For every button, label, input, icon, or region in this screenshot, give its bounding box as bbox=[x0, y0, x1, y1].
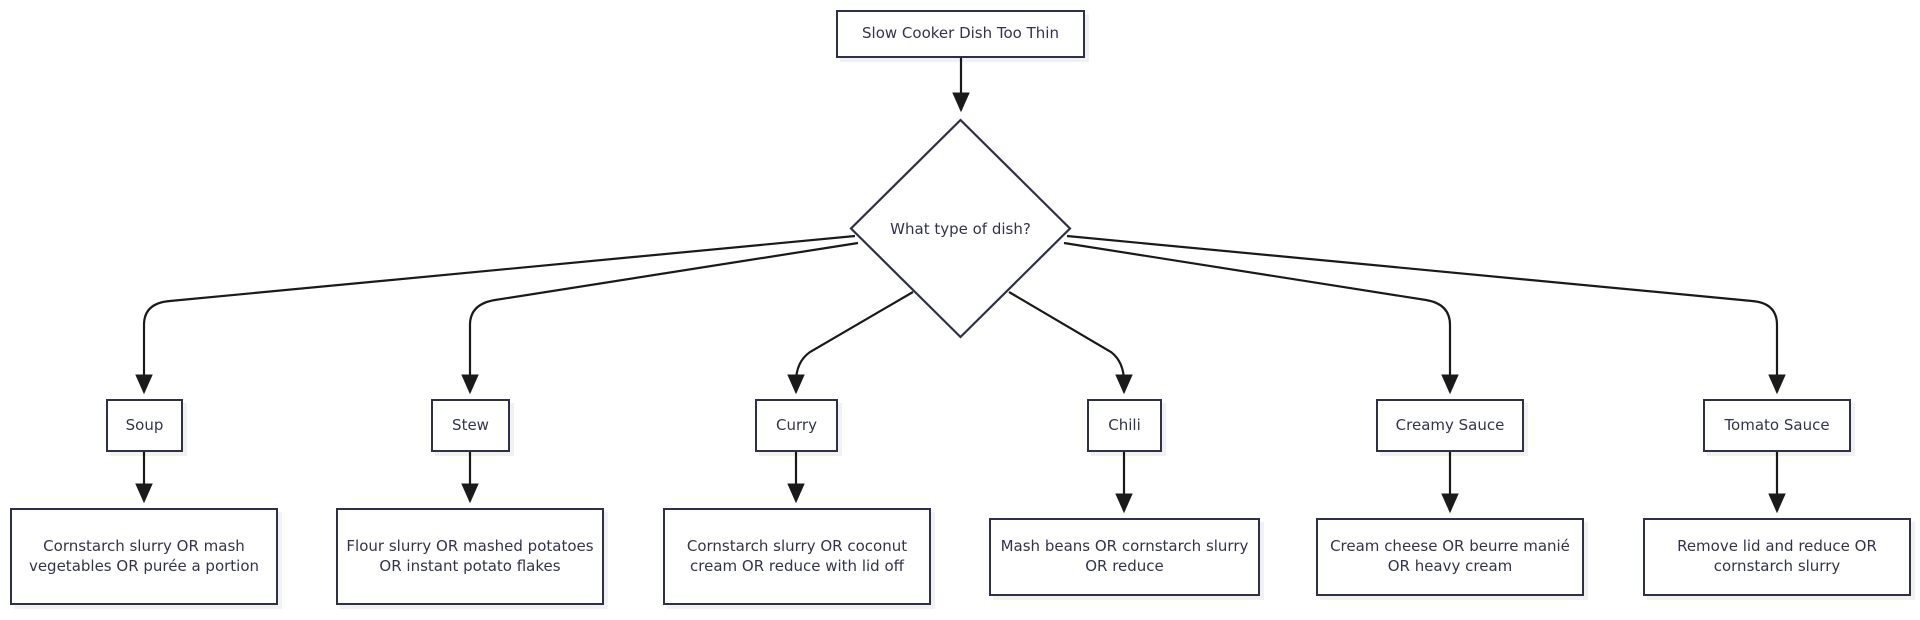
node-branch-creamy-sauce[interactable]: Creamy Sauce bbox=[1376, 399, 1524, 452]
node-branch-chili-label: Chili bbox=[1108, 415, 1141, 434]
node-result-stew[interactable]: Flour slurry OR mashed potatoes OR insta… bbox=[336, 508, 604, 605]
edge-decision-to-tomato-sauce bbox=[1066, 234, 1786, 395]
decision-diamond-shape bbox=[849, 118, 1072, 339]
node-branch-stew[interactable]: Stew bbox=[431, 399, 510, 452]
node-result-soup[interactable]: Cornstarch slurry OR mash vegetables OR … bbox=[10, 508, 278, 605]
node-branch-curry-label: Curry bbox=[776, 415, 817, 434]
node-result-creamy-sauce-label: Cream cheese OR beurre manié OR heavy cr… bbox=[1330, 537, 1570, 575]
node-root[interactable]: Slow Cooker Dish Too Thin bbox=[836, 10, 1085, 58]
node-result-tomato-sauce-label: Remove lid and reduce OR cornstarch slur… bbox=[1677, 537, 1877, 575]
node-result-creamy-sauce[interactable]: Cream cheese OR beurre manié OR heavy cr… bbox=[1316, 518, 1584, 596]
node-branch-chili[interactable]: Chili bbox=[1087, 399, 1162, 452]
node-result-stew-label: Flour slurry OR mashed potatoes OR insta… bbox=[346, 536, 594, 575]
node-branch-soup-label: Soup bbox=[125, 415, 164, 434]
node-branch-tomato-sauce-label: Tomato Sauce bbox=[1724, 415, 1830, 434]
node-branch-soup[interactable]: Soup bbox=[106, 399, 183, 452]
node-result-chili[interactable]: Mash beans OR cornstarch slurry OR reduc… bbox=[989, 518, 1260, 596]
edge-decision-to-soup bbox=[135, 234, 856, 395]
node-decision[interactable]: What type of dish? bbox=[848, 117, 1073, 340]
node-result-chili-label: Mash beans OR cornstarch slurry OR reduc… bbox=[1000, 537, 1249, 575]
edge-decision-to-creamy-sauce bbox=[1063, 241, 1459, 395]
node-branch-creamy-sauce-label: Creamy Sauce bbox=[1395, 415, 1505, 434]
node-branch-stew-label: Stew bbox=[452, 415, 489, 434]
node-branch-curry[interactable]: Curry bbox=[755, 399, 838, 452]
node-root-label: Slow Cooker Dish Too Thin bbox=[862, 24, 1059, 43]
node-result-soup-label: Cornstarch slurry OR mash vegetables OR … bbox=[28, 536, 260, 575]
node-result-curry-label: Cornstarch slurry OR coconut cream OR re… bbox=[686, 536, 908, 575]
node-branch-tomato-sauce[interactable]: Tomato Sauce bbox=[1703, 399, 1851, 452]
edge-decision-to-stew bbox=[461, 241, 859, 395]
node-result-curry[interactable]: Cornstarch slurry OR coconut cream OR re… bbox=[663, 508, 931, 605]
node-result-tomato-sauce[interactable]: Remove lid and reduce OR cornstarch slur… bbox=[1643, 518, 1911, 596]
